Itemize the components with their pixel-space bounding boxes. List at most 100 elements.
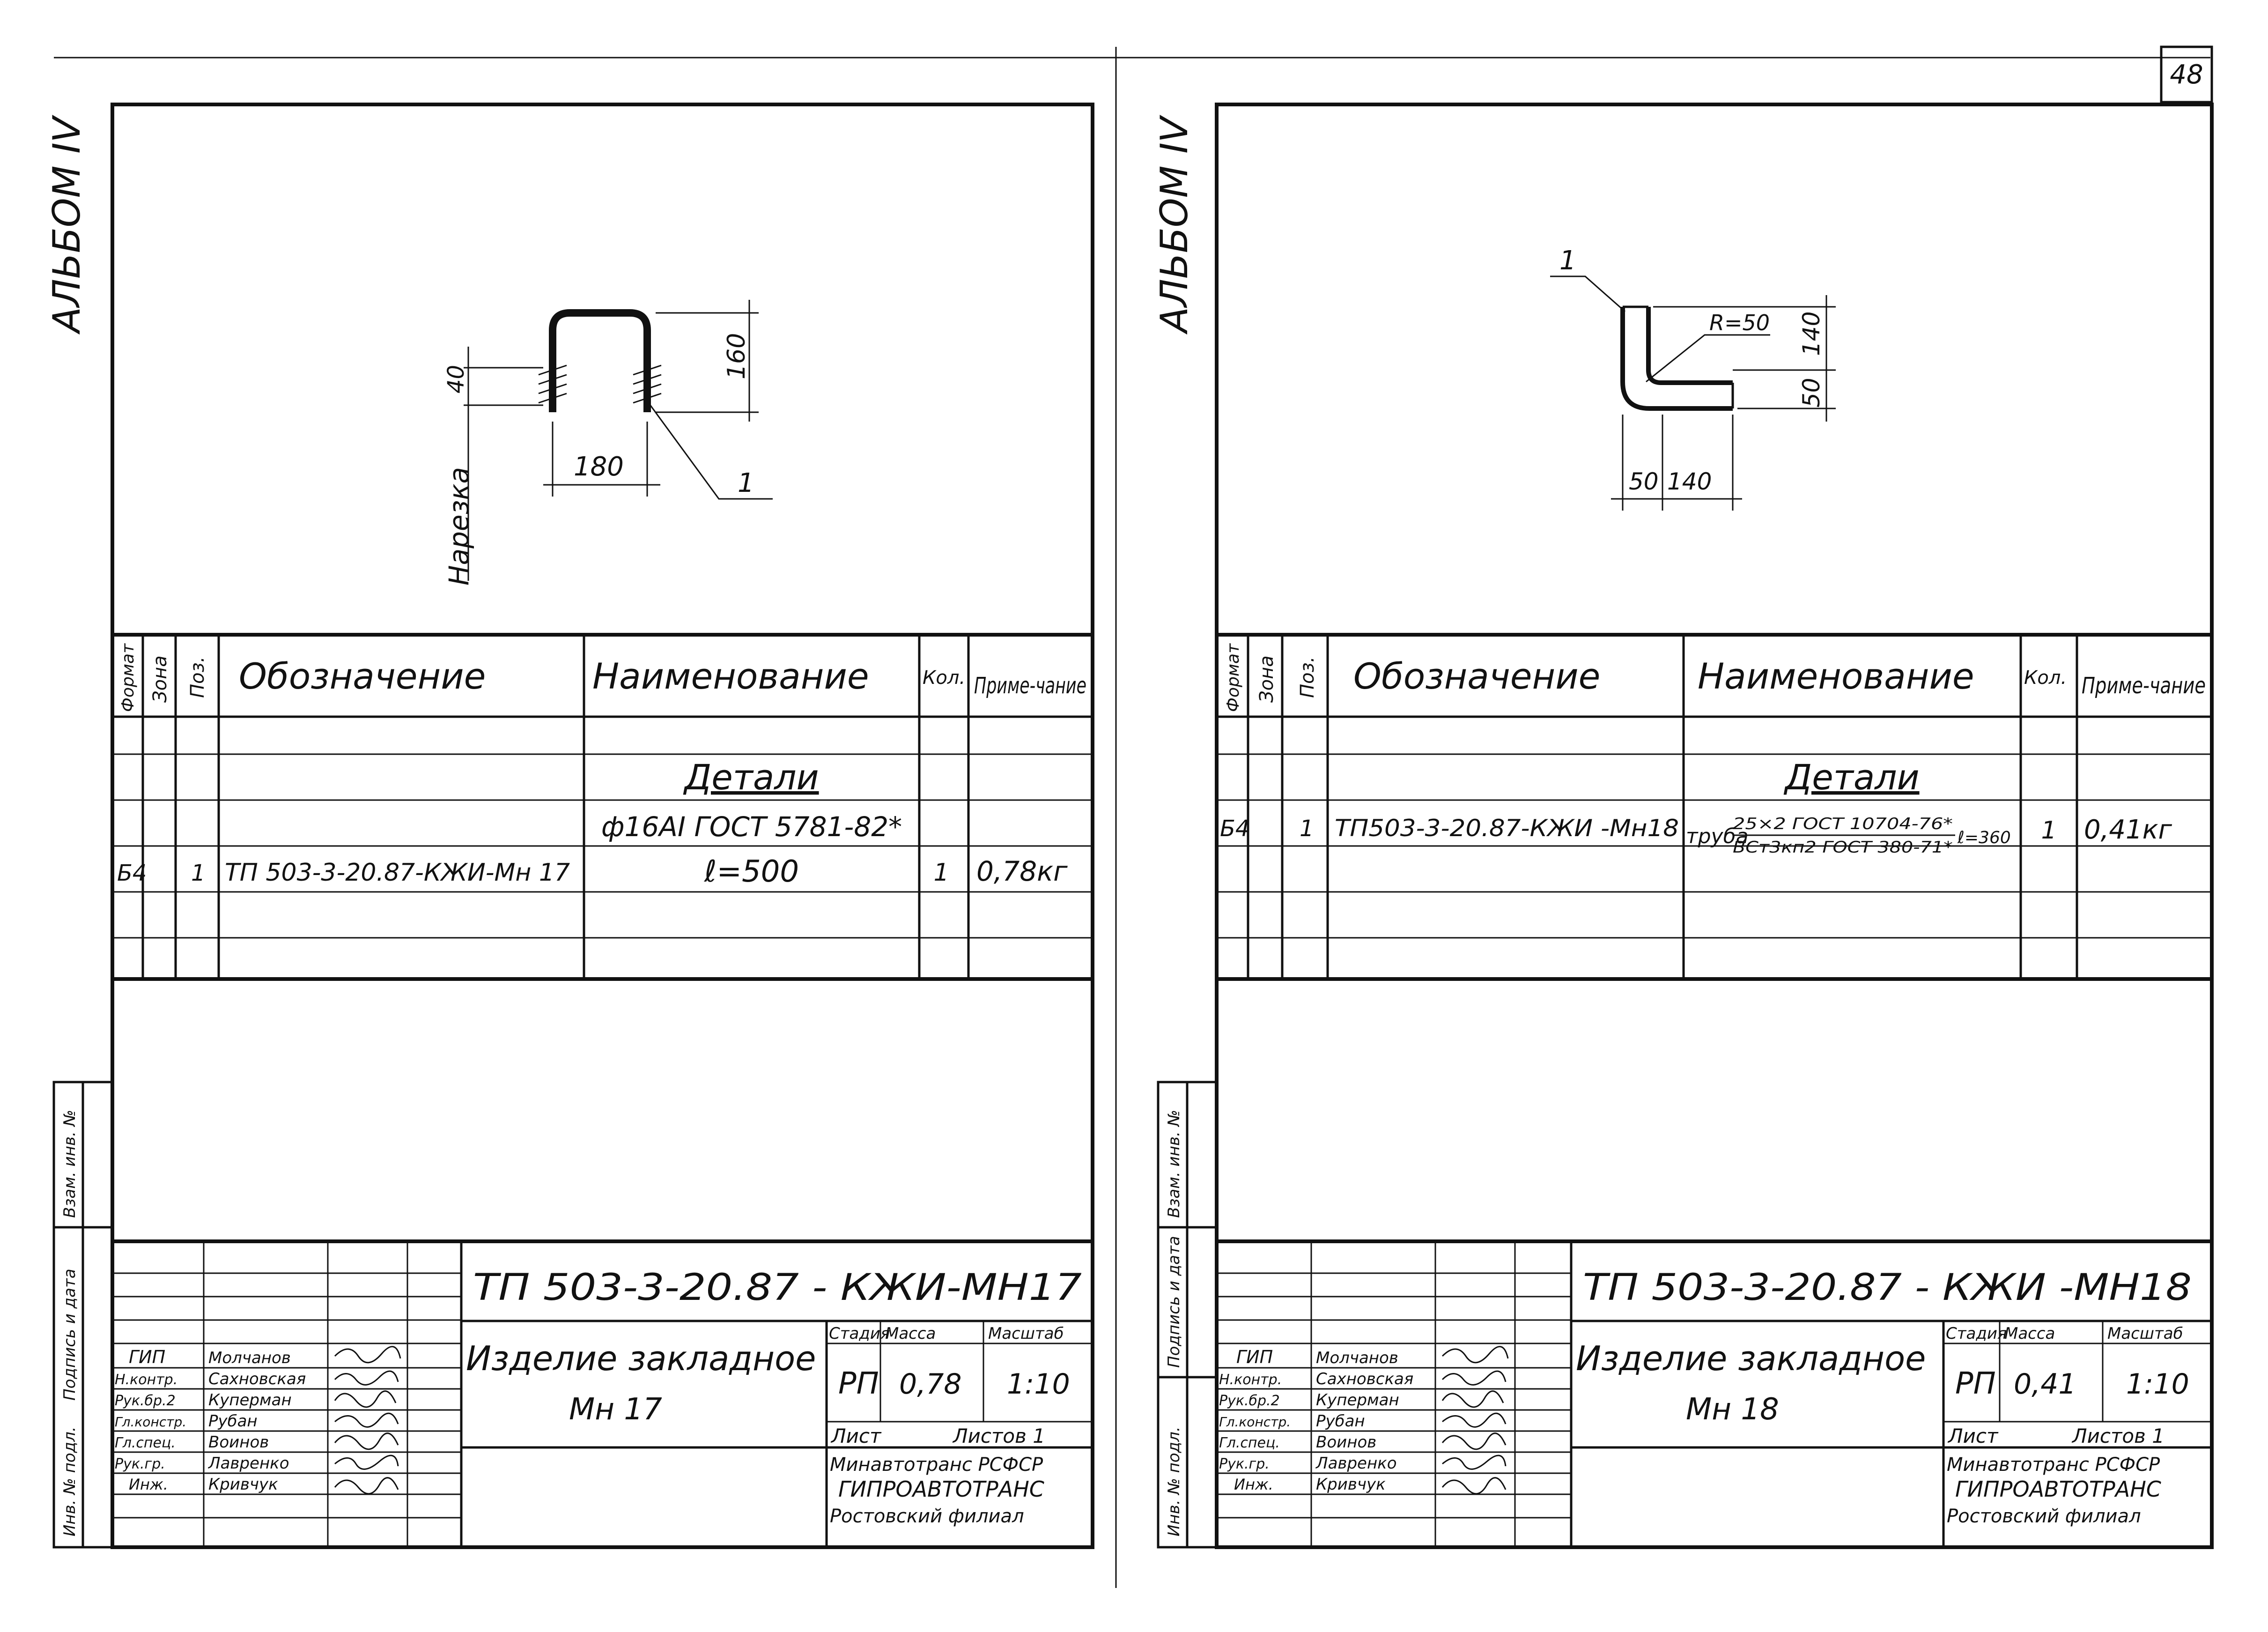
role-glkonstr: Гл.констр. [1219, 1414, 1291, 1430]
name-inzh: Кривчук [1316, 1475, 1386, 1494]
stamp-inv-podl: Инв. № подл. [1165, 1426, 1183, 1536]
hdr-zone: Зона [1256, 655, 1278, 703]
left-album-label: АЛЬБОМ IV [45, 114, 89, 335]
name-rukgr: Лавренко [1315, 1454, 1397, 1473]
right-frame [1215, 103, 2214, 1549]
name-gip: Молчанов [1316, 1349, 1398, 1367]
dim-width: 180 [574, 452, 624, 482]
signatures [1441, 1346, 1509, 1495]
name-inzh: Кривчук [208, 1475, 278, 1494]
stamp-vzam: Взам. инв. № [1165, 1110, 1183, 1218]
hdr-note: Приме-чание [974, 673, 1086, 699]
row-qty: 1 [2041, 816, 2056, 845]
role-glspec: Гл.спец. [115, 1435, 176, 1451]
hdr-designation: Обозначение [239, 655, 486, 697]
dim-vertical-2: 50 [1798, 378, 1825, 408]
sheet-label: Лист [830, 1424, 882, 1447]
hdr-name: Наименование [592, 655, 869, 697]
role-rukgr: Рук.гр. [115, 1456, 165, 1472]
row-designation: ТП503-3-20.87-КЖИ -Мн18 [1335, 815, 1679, 842]
page-number-box [2160, 45, 2213, 104]
hdr-format: Формат [118, 643, 138, 712]
row-note: 0,78кг [976, 855, 1068, 887]
scale-label: Масштаб [988, 1324, 1064, 1343]
item-name: Изделие закладное [466, 1339, 816, 1378]
row-note: 0,41кг [2084, 815, 2172, 845]
hdr-zone: Зона [149, 655, 171, 703]
section-details: Детали [683, 757, 819, 798]
dim-vertical-1: 140 [1798, 312, 1825, 356]
stamp-podpis: Подпись и дата [60, 1269, 79, 1401]
item-mark: Мн 17 [569, 1392, 662, 1427]
row-name-bottom: ВСт3кп2 ГОСТ 380-71* [1733, 838, 1953, 857]
dim-horizontal-2: 140 [1667, 468, 1712, 495]
stage-label: Стадия [829, 1324, 890, 1343]
role-inzh: Инж. [129, 1476, 168, 1493]
role-rukbr: Рук.бр.2 [1219, 1393, 1280, 1409]
page-number: 48 [2170, 59, 2203, 90]
org-line-2: ГИПРОАВТОТРАНС [838, 1476, 1044, 1502]
role-ncontr: Н.контр. [115, 1372, 177, 1388]
role-inzh: Инж. [1234, 1476, 1273, 1493]
org-line-3: Ростовский филиал [830, 1506, 1024, 1527]
left-sheet: АЛЬБОМ IV 40 Нарезка 160 [45, 103, 1094, 1549]
hdr-designation: Обозначение [1353, 655, 1600, 697]
mass-value: 0,78 [899, 1368, 962, 1401]
item-name: Изделие закладное [1576, 1339, 1926, 1378]
sheet-label: Лист [1947, 1424, 1999, 1447]
material-spec: ф16АI ГОСТ 5781-82* [601, 811, 902, 843]
name-ncontr: Сахновская [1316, 1370, 1413, 1388]
dim-thread-length: 40 [443, 365, 469, 393]
item-mark: Мн 18 [1686, 1392, 1779, 1427]
row-format: Б4 [117, 860, 147, 886]
stamp-inv-podl: Инв. № подл. [60, 1426, 79, 1536]
hdr-format: Формат [1224, 643, 1243, 712]
left-side-stamp: Инв. № подл. Подпись и дата Взам. инв. № [52, 1081, 114, 1549]
thread-hatching [538, 364, 662, 404]
org-line-2: ГИПРОАВТОТРАНС [1955, 1476, 2161, 1502]
hdr-name: Наименование [1698, 655, 1974, 697]
role-glspec: Гл.спец. [1219, 1435, 1280, 1451]
right-spec-table: Формат Зона Поз. Обозначение Наименовани… [1217, 633, 2212, 981]
row-designation: ТП 503-3-20.87-КЖИ-Мн 17 [225, 859, 570, 887]
org-line-3: Ростовский филиал [1947, 1506, 2141, 1527]
mass-value: 0,41 [2014, 1368, 2076, 1401]
stage-label: Стадия [1946, 1324, 2007, 1343]
pipe-inner [1646, 307, 1733, 385]
row-format: Б4 [1220, 816, 1249, 842]
name-glspec: Воинов [1316, 1433, 1376, 1452]
signatures [334, 1346, 401, 1495]
org-line-1: Минавтотранс РСФСР [830, 1454, 1043, 1476]
row-name-top: 25×2 ГОСТ 10704-76* [1733, 815, 1953, 833]
row-qty: 1 [933, 859, 949, 887]
name-rukbr: Куперман [1316, 1391, 1399, 1409]
name-glkonstr: Рубан [208, 1412, 258, 1431]
stamp-podpis: Подпись и дата [1165, 1236, 1183, 1368]
row-name: ℓ=500 [704, 854, 799, 889]
hdr-qty: Кол. [2024, 667, 2067, 689]
stage-value: РП [838, 1366, 879, 1401]
hdr-pos: Поз. [1297, 656, 1318, 698]
sheets-label: Листов 1 [952, 1424, 1045, 1447]
org-line-1: Минавтотранс РСФСР [1947, 1454, 2160, 1476]
right-bent-pipe-drawing: 1 R=50 140 50 50 140 [1550, 245, 1836, 511]
dim-height: 160 [723, 333, 751, 379]
doc-code: ТП 503-3-20.87 - КЖИ -МН18 [1583, 1267, 2192, 1309]
scale-value: 1:10 [1007, 1368, 1070, 1401]
role-gip: ГИП [1236, 1347, 1273, 1367]
mass-label: Масса [2004, 1324, 2055, 1343]
pipe-outer [1620, 307, 1733, 411]
name-glkonstr: Рубан [1316, 1412, 1365, 1431]
hdr-note: Приме-чание [2082, 673, 2206, 699]
row-pos: 1 [191, 860, 206, 886]
name-ncontr: Сахновская [208, 1370, 306, 1388]
hdr-qty: Кол. [923, 667, 965, 689]
row-pos: 1 [1300, 816, 1314, 842]
stamp-vzam: Взам. инв. № [60, 1110, 79, 1218]
left-title-block: ГИП Молчанов Н.контр. Сахновская Рук.бр.… [112, 1239, 1093, 1547]
row-name-length: ℓ=360 [1957, 828, 2011, 847]
stage-value: РП [1955, 1366, 1996, 1401]
right-album-label: АЛЬБОМ IV [1152, 114, 1196, 335]
right-side-stamp: Инв. № подл. Подпись и дата Взам. инв. № [1157, 1081, 1218, 1549]
